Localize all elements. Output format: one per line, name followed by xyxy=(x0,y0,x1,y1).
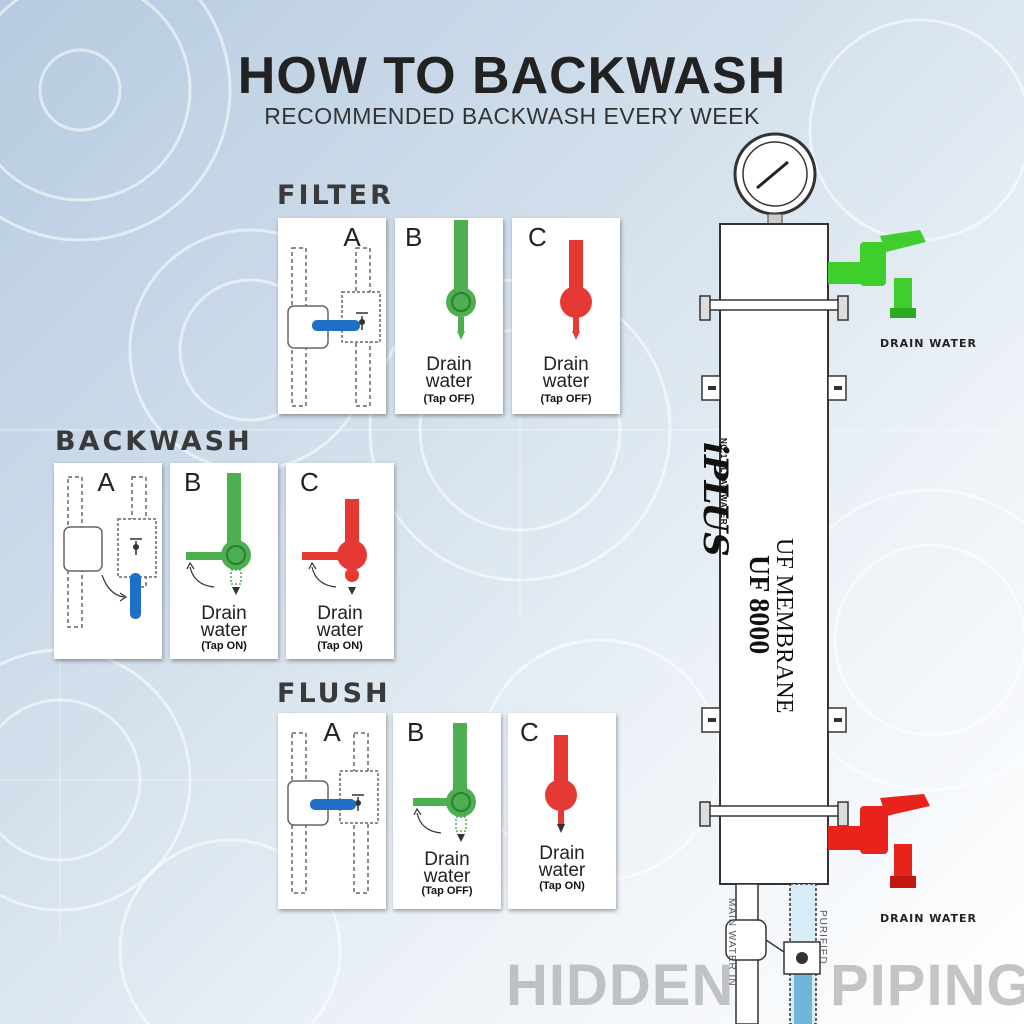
hidden-label: HIDDEN xyxy=(506,953,735,1018)
drain-line1: Drain xyxy=(317,603,363,624)
piping-label: PIPING xyxy=(830,953,1024,1018)
tagline-wrap: NO.1 CLEAN WATER xyxy=(719,438,728,525)
valve-icon xyxy=(302,499,367,595)
drain-line2: water xyxy=(423,866,471,887)
panel-letter: C xyxy=(300,467,319,497)
drain-line2: water xyxy=(538,860,586,881)
page-subtitle: RECOMMENDED BACKWASH EVERY WEEK xyxy=(264,103,760,129)
tap-status: (Tap OFF) xyxy=(421,885,473,897)
valve-icon xyxy=(560,240,592,340)
panel-letter: A xyxy=(343,222,361,252)
page-title: HOW TO BACKWASH xyxy=(237,47,787,105)
panel-letter: B xyxy=(184,467,202,497)
drain-line1: Drain xyxy=(539,843,585,864)
green-tap-icon xyxy=(828,230,926,318)
drain-line2: water xyxy=(316,620,364,641)
tap-status: (Tap OFF) xyxy=(423,393,475,405)
panel-letter: C xyxy=(528,222,547,252)
tap-status: (Tap ON) xyxy=(317,640,363,652)
flush-panel-a: A xyxy=(278,713,386,909)
tap-status: (Tap ON) xyxy=(201,640,247,652)
tap-status: (Tap ON) xyxy=(539,880,585,892)
drain-line1: Drain xyxy=(201,603,247,624)
panel-letter: A xyxy=(97,467,115,497)
valve-icon xyxy=(287,247,381,407)
drain-line1: Drain xyxy=(426,354,472,375)
drain-line1: Drain xyxy=(543,354,589,375)
panel-letter: A xyxy=(323,717,341,747)
valve-icon xyxy=(63,476,157,628)
panel-letter: C xyxy=(520,717,539,747)
valve-icon xyxy=(413,723,476,842)
flush-section-title: FLUSH xyxy=(277,678,391,709)
red-tap-icon xyxy=(828,794,930,888)
brand-block: iPLUS xyxy=(695,442,735,557)
brand-tagline: NO.1 CLEAN WATER xyxy=(719,438,728,525)
panel-letter: B xyxy=(405,222,423,252)
drain-line1: Drain xyxy=(424,849,470,870)
filter-panel-a: A xyxy=(278,218,386,414)
backwash-section-title: BACKWASH xyxy=(55,426,253,457)
drain-line2: water xyxy=(200,620,248,641)
panel-letter: B xyxy=(407,717,425,747)
purified-label: PURIFIED xyxy=(817,910,828,965)
product-name: UF MEMBRANE xyxy=(771,538,797,714)
product-line1-wrap: UF MEMBRANE xyxy=(770,538,797,713)
brand-logo: iPLUS xyxy=(695,442,735,557)
valve-icon xyxy=(545,735,577,833)
drain-line2: water xyxy=(425,371,473,392)
drain-line2: water xyxy=(542,371,590,392)
tap-status: (Tap OFF) xyxy=(540,393,592,405)
pressure-gauge-icon xyxy=(733,132,817,225)
filter-section-title: FILTER xyxy=(277,180,394,211)
product-line2-wrap: UF 8000 xyxy=(742,555,774,654)
valve-icon xyxy=(287,732,379,894)
valve-icon xyxy=(446,220,476,340)
drain-water-top-label: DRAIN WATER xyxy=(880,337,978,350)
drain-water-bottom-label: DRAIN WATER xyxy=(880,912,978,925)
membrane-housing-diagram xyxy=(699,132,930,1024)
product-model: UF 8000 xyxy=(743,555,774,655)
backwash-panel-a: A xyxy=(54,463,162,659)
valve-icon xyxy=(186,473,251,595)
